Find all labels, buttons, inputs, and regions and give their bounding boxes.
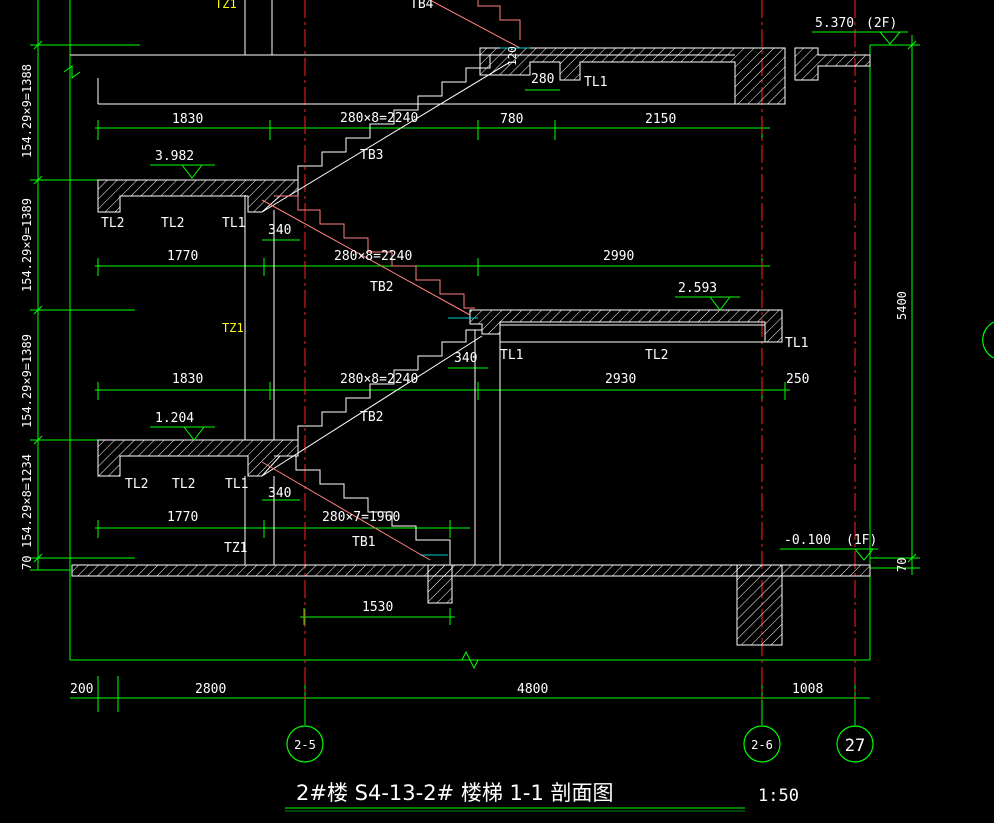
tb2-upper-label: TB2 (370, 280, 393, 295)
vdim-left-5: 70 (20, 556, 34, 570)
axis-2-6-label: 2-6 (751, 738, 773, 752)
stair-steps (261, 55, 511, 565)
dimension-lines (30, 0, 920, 812)
elevation-2593: 2.593 (678, 281, 717, 296)
tz1-label-top: TZ1 (215, 0, 237, 11)
tb3-label: TB3 (360, 148, 383, 163)
dim-2990: 2990 (603, 249, 634, 264)
tz1-label-mid: TZ1 (222, 321, 244, 335)
vdim-left-2: 154.29×9=1389 (20, 198, 34, 292)
elevation-markers (150, 31, 908, 561)
dim-280: 280 (531, 72, 554, 87)
tl2-label-3982-b: TL2 (161, 216, 184, 231)
dim-1530: 1530 (362, 600, 393, 615)
tb4-label: TB4 (410, 0, 434, 12)
dim-780: 780 (500, 112, 523, 127)
dim-4800: 4800 (517, 682, 548, 697)
dim-1008: 1008 (792, 682, 823, 697)
dim-2930: 2930 (605, 372, 636, 387)
dim-340-upper: 340 (268, 223, 291, 238)
tz1-label-bottom: TZ1 (224, 541, 247, 556)
dim-2800: 2800 (195, 682, 226, 697)
vdim-left-4: 154.29×8=1234 (20, 454, 34, 548)
dim-2150: 2150 (645, 112, 676, 127)
vdim-left-3: 154.29×9=1389 (20, 334, 34, 428)
tl2-label-1204-b: TL2 (172, 477, 195, 492)
elevation-5370: 5.370 (815, 16, 854, 31)
vdim-left-1: 154.29×9=1388 (20, 64, 34, 158)
dim-1770-upper: 1770 (167, 249, 198, 264)
tb2-lower-dim: 280×8=2240 (340, 372, 418, 387)
dim-1830-lower: 1830 (172, 372, 203, 387)
elevation-0100-floor: (1F) (846, 533, 877, 548)
drawing-scale: 1:50 (758, 786, 799, 806)
stair-pink-lines (261, 0, 530, 561)
tb2-lower-label: TB2 (360, 410, 383, 425)
dim-340-lower: 340 (268, 486, 291, 501)
tl1-label-3982: TL1 (222, 216, 245, 231)
tl1-label-2593-b: TL1 (785, 336, 808, 351)
tl2-label-2593: TL2 (645, 348, 668, 363)
elevation-3982: 3.982 (155, 149, 194, 164)
tl1-label-2593-a: TL1 (500, 348, 523, 363)
elevation-1204: 1.204 (155, 411, 194, 426)
dim-340-mid: 340 (454, 351, 477, 366)
elevation-0100: -0.100 (784, 533, 831, 548)
tb1-label: TB1 (352, 535, 375, 550)
vdim-right-5400: 5400 (895, 291, 909, 320)
tl1-label-1204: TL1 (225, 477, 248, 492)
tb1-dim: 280×7=1960 (322, 510, 400, 525)
axis-2-5-label: 2-5 (294, 738, 316, 752)
hatched-members (71, 47, 871, 646)
vdim-right-70: 70 (895, 558, 909, 572)
tb3-dim: 280×8=2240 (340, 111, 418, 126)
axis-bubbles (286, 321, 994, 763)
dim-1770-lower: 1770 (167, 510, 198, 525)
tl2-label-3982-a: TL2 (101, 216, 124, 231)
drawing-title: 2#楼 S4-13-2# 楼梯 1-1 剖面图 (296, 781, 613, 805)
dim-1830-top: 1830 (172, 112, 203, 127)
dim-200: 200 (70, 682, 93, 697)
tl2-label-1204-a: TL2 (125, 477, 148, 492)
tb2-upper-dim: 280×8=2240 (334, 249, 412, 264)
elevation-5370-floor: (2F) (866, 16, 897, 31)
dim-250: 250 (786, 372, 809, 387)
tl1-label-5370: TL1 (584, 75, 607, 90)
dim-120: 120 (506, 46, 519, 66)
axis-27-label: 27 (845, 736, 865, 756)
